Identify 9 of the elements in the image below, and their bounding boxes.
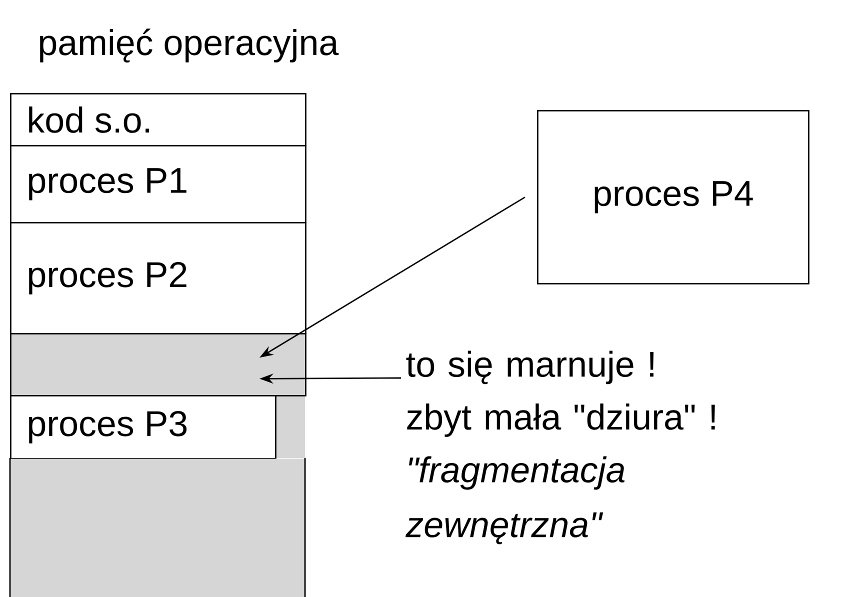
process-box: kod s.o.	[10, 93, 306, 146]
heading: pamięć operacyjna	[40, 28, 339, 62]
free-memory-area	[10, 333, 306, 396]
process-box: proces P4	[537, 110, 810, 284]
process-box: proces P1	[10, 145, 306, 224]
process-box: proces P2	[10, 222, 306, 334]
free-memory-area	[9, 457, 306, 597]
note-text: to się marnuje ! zbyt mała "dziura" ! "fragmentacja zewnętrzna"	[406, 350, 715, 544]
process-box: proces P3	[10, 395, 276, 460]
